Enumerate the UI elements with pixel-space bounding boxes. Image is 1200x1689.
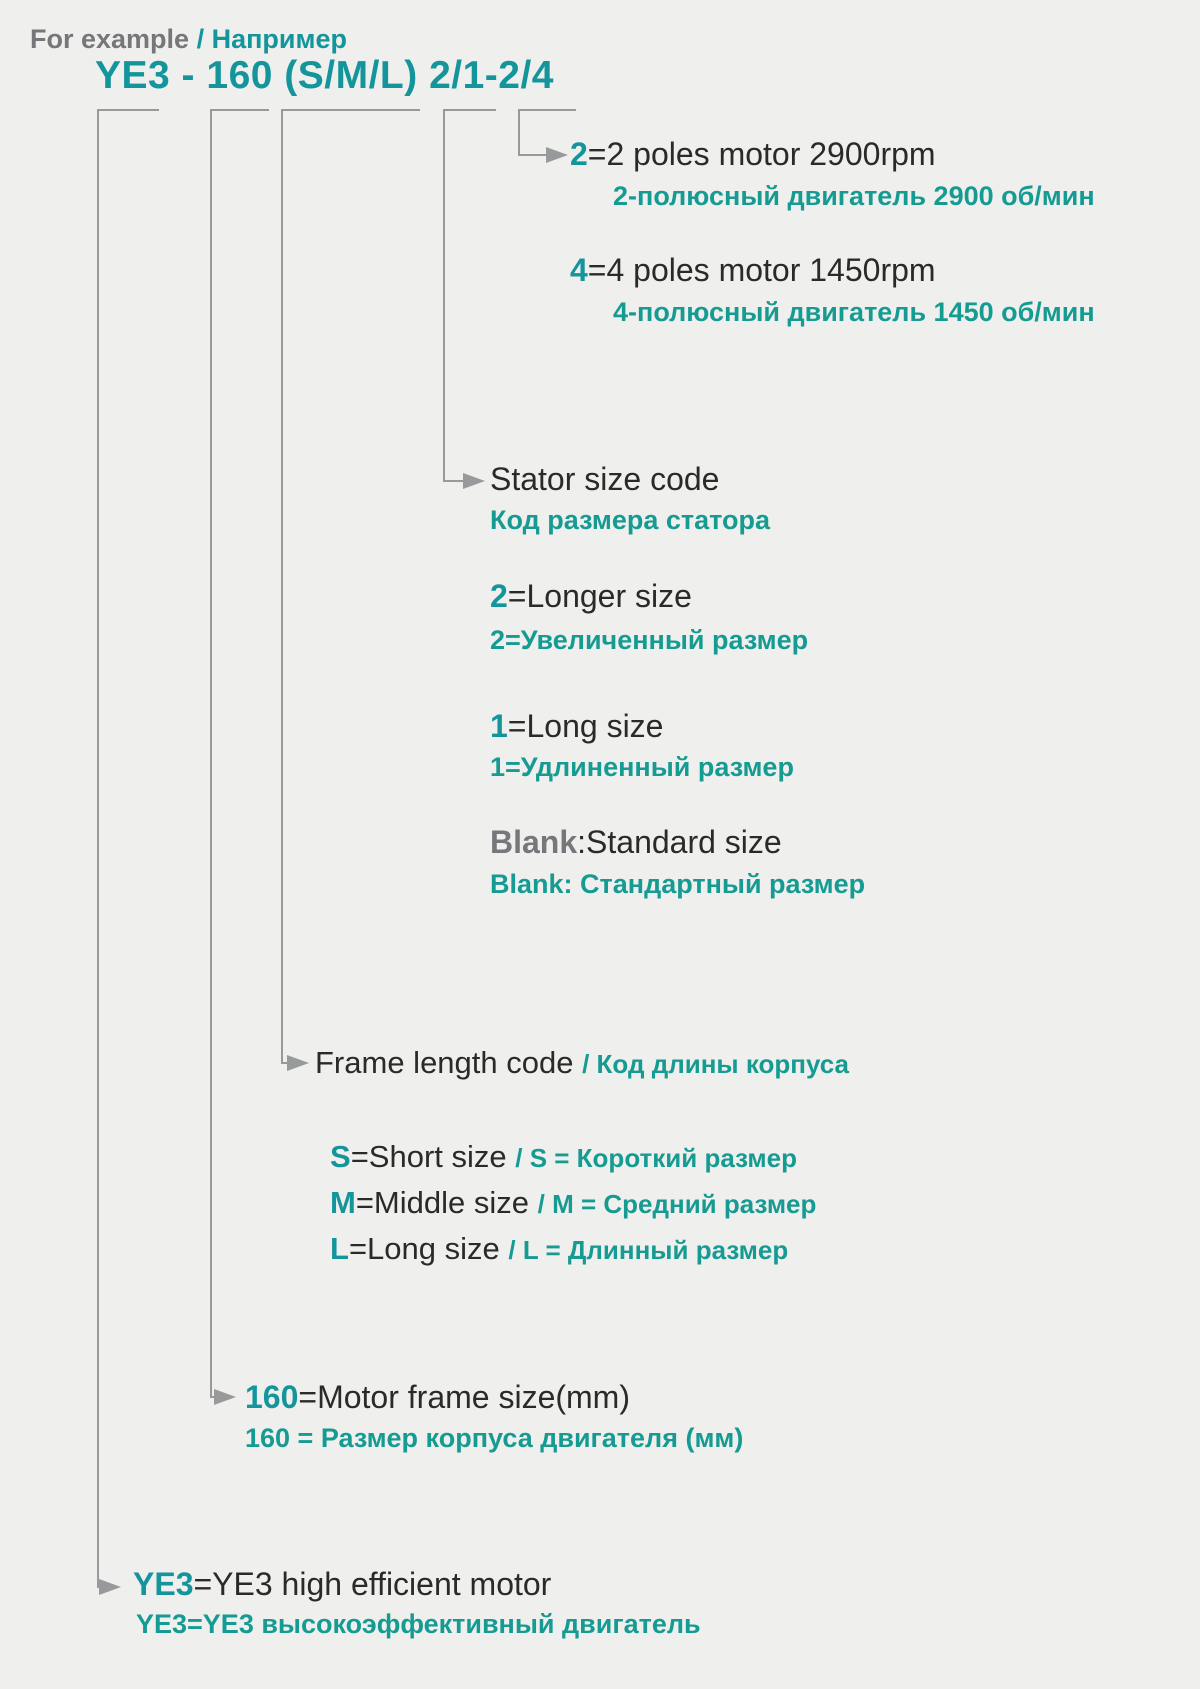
frame-length-l-key: L: [330, 1231, 349, 1266]
series-line: YE3=YE3 high efficient motor: [133, 1566, 552, 1602]
poles-4-key: 4: [570, 252, 588, 288]
frame-length-title-russian: / Код длины корпуса: [582, 1049, 850, 1079]
series-russian: YE3=YE3 высокоэффективный двигатель: [136, 1609, 701, 1639]
connector-frame-size-top-line: [210, 109, 269, 111]
frame-length-s-key: S: [330, 1139, 351, 1174]
connector-poles-vertical-line: [518, 109, 520, 156]
stator-1-key: 1: [490, 708, 508, 744]
stator-1-text: =Long size: [507, 708, 664, 744]
frame-length-l-russian: / L = Длинный размер: [508, 1235, 789, 1265]
frame-size-text: =Motor frame size(mm): [298, 1379, 630, 1415]
example-header-ru: / Например: [196, 24, 347, 54]
stator-title-russian: Код размера статора: [490, 505, 770, 535]
frame-length-s-text: =Short size: [350, 1139, 507, 1174]
frame-length-m-russian: / M = Средний размер: [537, 1189, 817, 1219]
frame-length-l-line: L=Long size / L = Длинный размер: [330, 1231, 789, 1266]
example-header: For example / Например: [30, 24, 347, 55]
frame-size-key: 160: [245, 1379, 299, 1415]
connector-stator-stub-line: [443, 480, 465, 482]
poles-2-text: =2 poles motor 2900rpm: [587, 136, 936, 172]
poles-2-line: 2=2 poles motor 2900rpm: [570, 136, 936, 172]
stator-blank-russian: Blank: Стандартный размер: [490, 869, 866, 899]
connector-stator-top-line: [443, 109, 496, 111]
stator-2-line: 2=Longer size: [490, 578, 692, 614]
example-header-en: For example: [30, 24, 190, 54]
stator-1-russian: 1=Удлиненный размер: [490, 752, 794, 782]
poles-4-line: 4=4 poles motor 1450rpm: [570, 252, 936, 288]
frame-length-l-text: =Long size: [348, 1231, 500, 1266]
frame-length-m-key: M: [330, 1185, 356, 1220]
arrow-right-icon: [546, 147, 568, 163]
frame-length-m-text: =Middle size: [355, 1185, 529, 1220]
stator-blank-line: Blank:Standard size: [490, 824, 782, 860]
stator-2-russian: 2=Увеличенный размер: [490, 625, 809, 655]
stator-2-text: =Longer size: [507, 578, 692, 614]
arrow-right-icon: [214, 1389, 236, 1405]
poles-4-text: =4 poles motor 1450rpm: [587, 252, 936, 288]
connector-frame-size-vertical-line: [210, 109, 212, 1398]
frame-size-russian: 160 = Размер корпуса двигателя (мм): [245, 1423, 744, 1453]
poles-4-russian: 4-полюсный двигатель 1450 об/мин: [613, 297, 1095, 327]
connector-frame-length-vertical-line: [281, 109, 283, 1064]
poles-2-russian: 2-полюсный двигатель 2900 об/мин: [613, 181, 1095, 211]
connector-poles-top-line: [518, 109, 576, 111]
stator-2-key: 2: [490, 578, 508, 614]
connector-stator-vertical-line: [443, 109, 445, 482]
stator-title: Stator size code: [490, 461, 720, 497]
frame-length-s-russian: / S = Короткий размер: [515, 1143, 797, 1173]
connector-poles-stub-line: [518, 154, 548, 156]
arrow-right-icon: [287, 1055, 309, 1071]
poles-2-key: 2: [570, 136, 588, 172]
stator-blank-text: :Standard size: [577, 824, 782, 860]
arrow-right-icon: [99, 1579, 121, 1595]
arrow-right-icon: [463, 473, 485, 489]
frame-length-m-line: M=Middle size / M = Средний размер: [330, 1185, 817, 1220]
frame-length-title-en: Frame length code: [315, 1045, 574, 1080]
frame-length-title: Frame length code / Код длины корпуса: [315, 1045, 850, 1080]
stator-blank-key: Blank: [490, 824, 578, 860]
connector-frame-length-top-line: [281, 109, 420, 111]
series-text: =YE3 high efficient motor: [193, 1566, 552, 1602]
frame-size-line: 160=Motor frame size(mm): [245, 1379, 630, 1415]
model-code: YE3 - 160 (S/M/L) 2/1-2/4: [95, 54, 555, 97]
series-key: YE3: [133, 1566, 194, 1602]
connector-series-vertical-line: [97, 109, 99, 1588]
connector-frame-length-stub-line: [281, 1062, 291, 1064]
frame-length-s-line: S=Short size / S = Короткий размер: [330, 1139, 797, 1174]
connector-series-top-line: [97, 109, 159, 111]
stator-1-line: 1=Long size: [490, 708, 664, 744]
